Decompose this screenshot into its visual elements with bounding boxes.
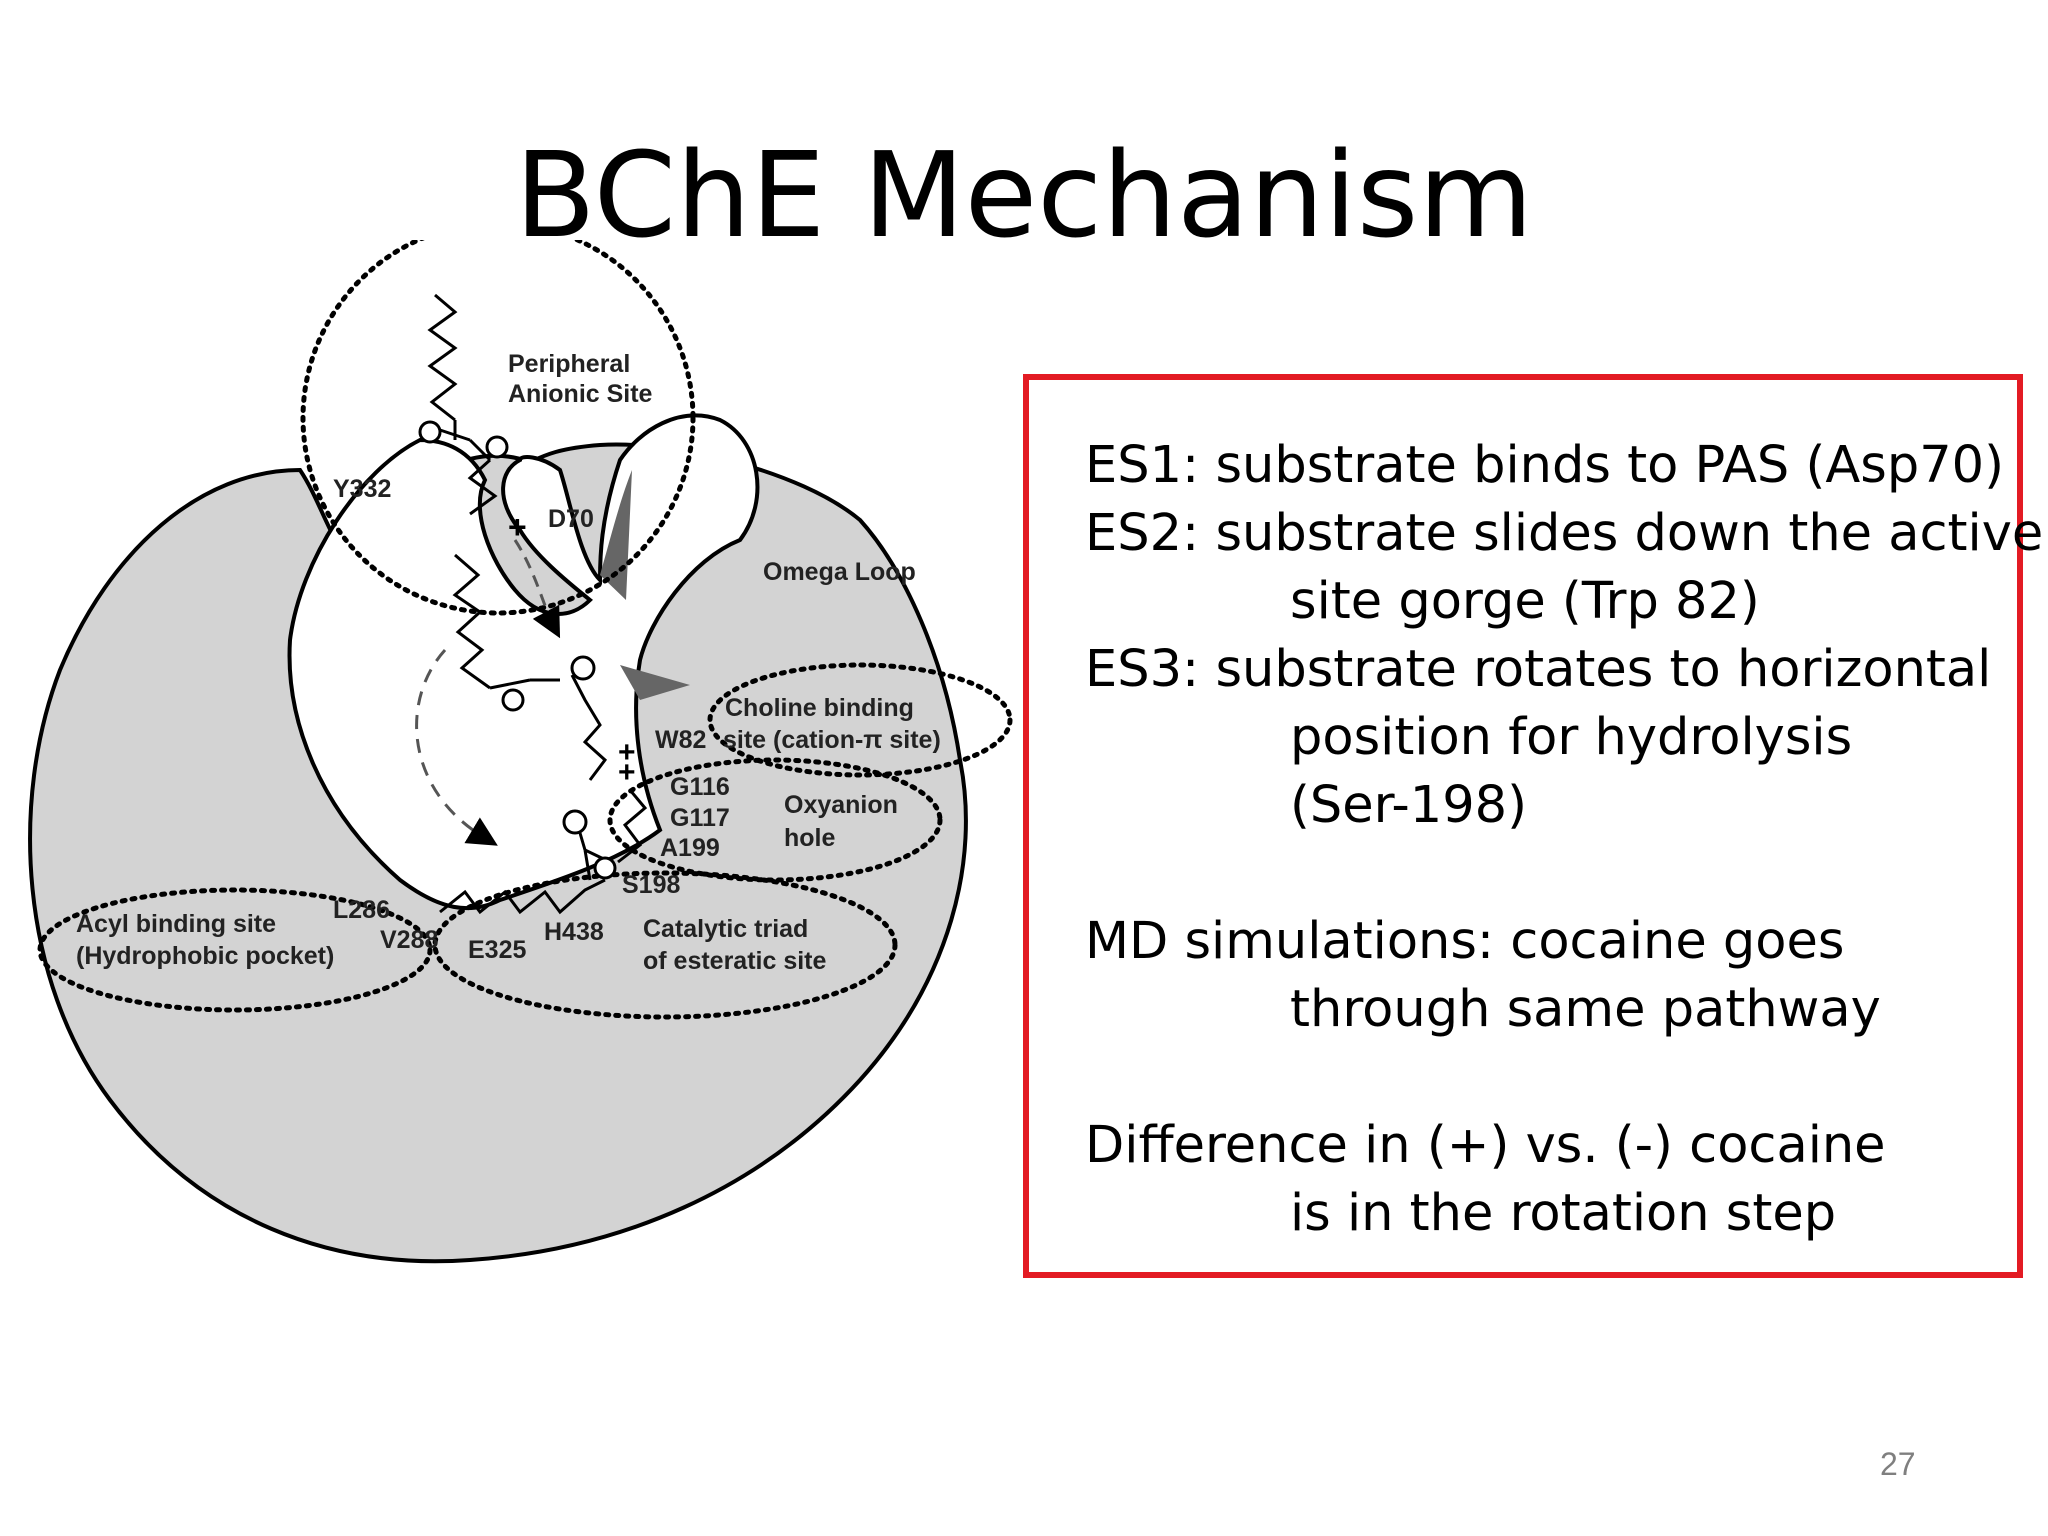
label-s198: S198	[622, 871, 680, 899]
label-l286: L286	[333, 896, 390, 924]
mechanism-summary-box: ES1: substrate binds to PAS (Asp70) ES2:…	[1023, 374, 2043, 1278]
substrate-es3-o	[562, 809, 588, 835]
acyl-region	[37, 887, 433, 1013]
svg-text:+: +	[508, 509, 527, 545]
label-g116: G116	[670, 773, 730, 801]
label-triad-2: of esteratic site	[643, 947, 827, 975]
label-acyl-1: Acyl binding site	[76, 910, 276, 938]
substrate-es1-o	[418, 420, 442, 444]
text-line-es1: ES1: substrate binds to PAS (Asp70)	[1085, 436, 2004, 495]
slide-down-arrow	[513, 539, 561, 639]
substrate-es2-o	[501, 688, 525, 712]
label-choline-1: Choline binding	[725, 694, 914, 722]
text-line-md: MD simulations: cocaine goes	[1085, 912, 1845, 971]
omega-loop-shading-2	[620, 665, 690, 700]
label-pas-1: Peripheral	[508, 350, 630, 378]
label-choline-2: site (cation-π site)	[723, 726, 941, 754]
text-line-md-cont: through same pathway	[1290, 980, 1881, 1039]
text-line-es2: ES2: substrate slides down the active	[1085, 504, 2044, 563]
label-g117: G117	[670, 804, 730, 832]
svg-text:+: +	[618, 756, 636, 789]
substrate-es1-o2	[485, 435, 509, 459]
choline-region	[707, 662, 1013, 778]
triad-region	[432, 870, 898, 1020]
text-line-es3-cont-2: (Ser-198)	[1290, 776, 1527, 835]
substrate-es2	[452, 553, 491, 690]
bche-active-site-diagram: + + + Peripheral Anionic Site Y332 D70 O…	[28, 240, 1013, 1264]
substrate-es1	[427, 293, 458, 422]
rotation-arrow	[415, 648, 498, 846]
text-line-difference: Difference in (+) vs. (-) cocaine	[1085, 1116, 1886, 1175]
pas-region	[300, 240, 696, 616]
substrate-es3-o2	[593, 856, 617, 880]
text-line-es3: ES3: substrate rotates to horizontal	[1085, 640, 1992, 699]
label-triad-1: Catalytic triad	[643, 915, 808, 943]
label-oxyanion-2: hole	[784, 824, 835, 852]
label-w82: W82	[655, 726, 706, 754]
label-y332: Y332	[333, 475, 391, 503]
label-oxyanion-1: Oxyanion	[784, 791, 898, 819]
page-number: 27	[1880, 1446, 1916, 1482]
substrate-es3	[439, 878, 606, 915]
label-acyl-2: (Hydrophobic pocket)	[76, 942, 334, 970]
label-v288: V288	[380, 926, 438, 954]
text-line-es2-cont: site gorge (Trp 82)	[1290, 572, 1760, 631]
label-omega-loop: Omega Loop	[763, 558, 916, 586]
label-d70: D70	[548, 505, 594, 533]
oxyanion-region	[607, 757, 943, 883]
substrate-es2-o2	[570, 655, 596, 681]
slide-title: BChE Mechanism	[514, 126, 1534, 264]
label-pas-2: Anionic Site	[508, 380, 653, 408]
svg-text:+: +	[618, 736, 636, 769]
text-line-difference-cont: is in the rotation step	[1290, 1184, 1837, 1243]
label-h438: H438	[544, 918, 604, 946]
label-a199: A199	[660, 834, 720, 862]
label-e325: E325	[468, 936, 526, 964]
text-line-es3-cont: position for hydrolysis	[1290, 708, 1853, 767]
